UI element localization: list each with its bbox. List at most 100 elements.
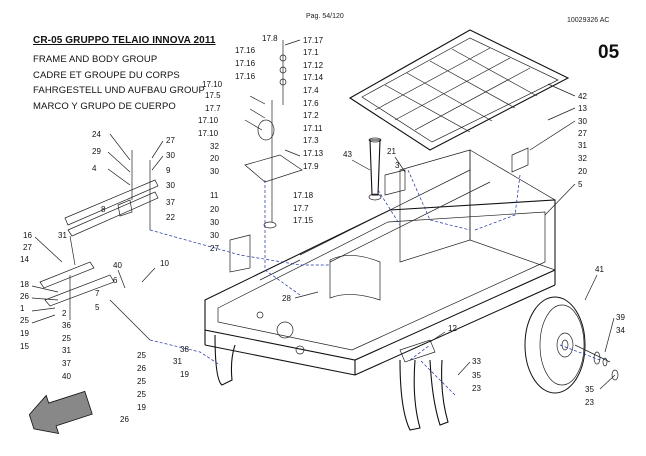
title-main: CR-05 GRUPPO TELAIO INNOVA 2011: [33, 35, 216, 46]
callout: 40: [62, 372, 71, 381]
callout: 17.16: [235, 59, 256, 68]
left-linkage: [39, 150, 159, 341]
callout: 6: [113, 276, 118, 285]
callout: 15: [20, 342, 29, 351]
callout: 23: [585, 398, 594, 407]
callout: 17.12: [303, 61, 324, 70]
callout: 35: [585, 385, 594, 394]
callout: 37: [62, 359, 71, 368]
callout: 5: [578, 180, 583, 189]
page-label: Pag. 54/120: [306, 13, 344, 20]
callout: 32: [578, 154, 587, 163]
callout: 27: [166, 136, 175, 145]
title-german: FAHRGESTELL UND AUFBAU GROUP: [33, 85, 205, 96]
callout: 30: [166, 181, 175, 190]
callout: 17.7: [293, 204, 309, 213]
callout: 29: [92, 147, 101, 156]
title-english: FRAME AND BODY GROUP: [33, 54, 158, 65]
callout: 30: [210, 218, 219, 227]
callout: 31: [173, 357, 182, 366]
callout: 32: [210, 142, 219, 151]
callout: 16: [23, 231, 32, 240]
callout: 20: [210, 205, 219, 214]
callout: 17.7: [205, 104, 221, 113]
callout: 31: [62, 346, 71, 355]
callout: 23: [472, 384, 481, 393]
callout: 17.3: [303, 136, 319, 145]
callout: 38: [180, 345, 189, 354]
callout: 42: [578, 92, 587, 101]
callout: 4: [92, 164, 97, 173]
callout: 27: [578, 129, 587, 138]
callout: 17.16: [235, 46, 256, 55]
callout: 7: [95, 289, 100, 298]
callout: 20: [210, 154, 219, 163]
callout: 3: [395, 161, 400, 170]
tray-grid: [348, 29, 570, 151]
callout: 36: [62, 321, 71, 330]
callout: 21: [387, 147, 396, 156]
callout: 19: [137, 403, 146, 412]
callout: 17.13: [303, 149, 324, 158]
callout: 31: [578, 141, 587, 150]
section-number: 05: [598, 42, 620, 63]
callout: 30: [166, 151, 175, 160]
callout: 31: [58, 231, 67, 240]
callout: 27: [23, 243, 32, 252]
callout: 25: [137, 377, 146, 386]
callout: 17.10: [198, 129, 219, 138]
callout: 35: [472, 371, 481, 380]
callout: 26: [137, 364, 146, 373]
callout: 30: [210, 231, 219, 240]
title-spanish: MARCO Y GRUPO DE CUERPO: [33, 101, 176, 112]
callout: 30: [210, 167, 219, 176]
callout: 39: [616, 313, 625, 322]
callout: 20: [578, 167, 587, 176]
callout: 25: [62, 334, 71, 343]
leader-lines: [31, 39, 616, 390]
callout: 10: [160, 259, 169, 268]
dashed-leaders: [149, 169, 601, 396]
callout: 28: [282, 294, 291, 303]
callout: 17.17: [303, 36, 324, 45]
callout: 37: [166, 198, 175, 207]
callout: 17.6: [303, 99, 319, 108]
handle-post: [368, 137, 382, 201]
callout: 17.18: [293, 191, 314, 200]
wheel: [524, 296, 619, 394]
callout: 8: [101, 205, 106, 214]
callout: 34: [616, 326, 625, 335]
callout: 19: [180, 370, 189, 379]
callout: 17.14: [303, 73, 324, 82]
callout: 19: [20, 329, 29, 338]
callout: 17.11: [303, 124, 323, 133]
callout: 17.8: [262, 34, 278, 43]
callout-labels: 17.8 17.16 17.16 17.16 17.10 17.5 17.7 1…: [20, 34, 625, 424]
callout: 17.2: [303, 111, 319, 120]
title-french: CADRE ET GROUPE DU CORPS: [33, 70, 180, 81]
callout: 25: [137, 351, 146, 360]
callout: 17.10: [198, 116, 219, 125]
callout: 17.15: [293, 216, 314, 225]
callout: 17.16: [235, 72, 256, 81]
callout: 17.10: [202, 80, 223, 89]
callout: 27: [210, 244, 219, 253]
callout: 26: [120, 415, 129, 424]
callout: 5: [95, 303, 100, 312]
callout: 14: [20, 255, 29, 264]
callout: 22: [166, 213, 175, 222]
gear-column: [229, 40, 529, 363]
callout: 30: [578, 117, 587, 126]
callout: 17.9: [303, 162, 319, 171]
callout: 17.1: [303, 48, 319, 57]
callout: 43: [343, 150, 352, 159]
callout: 17.5: [205, 91, 221, 100]
callout: 25: [20, 316, 29, 325]
callout: 1: [20, 304, 25, 313]
doc-code: 10029326 AC: [567, 17, 610, 24]
callout: 2: [62, 309, 67, 318]
callout: 18: [20, 280, 29, 289]
callout: 12: [448, 324, 457, 333]
